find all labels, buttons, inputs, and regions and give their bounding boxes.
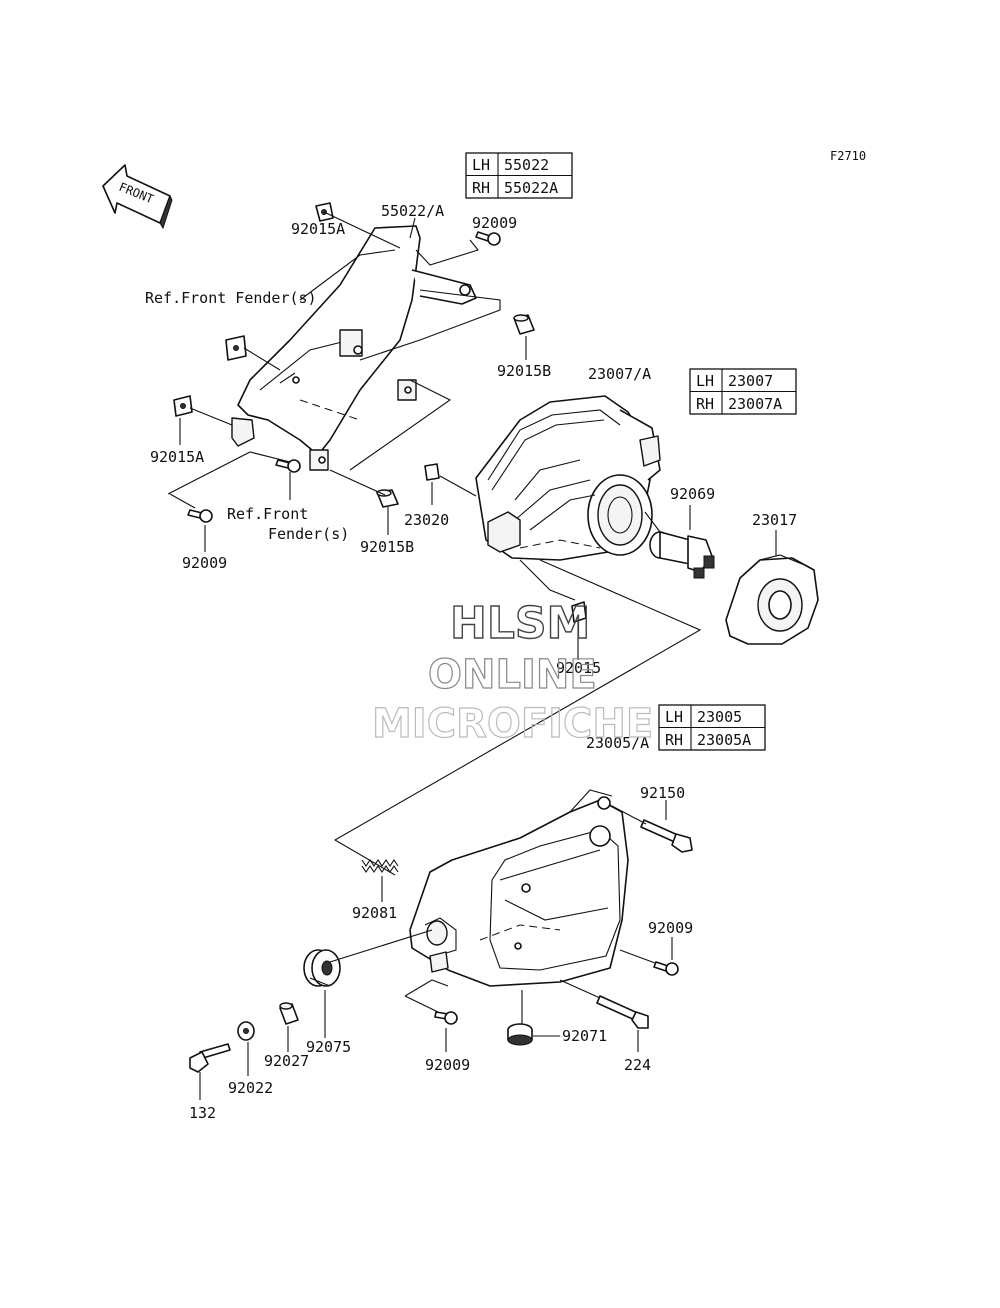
label-92071: 92071 xyxy=(562,1027,607,1045)
table-lens-lh-side: LH xyxy=(696,372,714,390)
nut-92015-part xyxy=(571,601,587,623)
label-92015a-top: 92015A xyxy=(291,220,345,238)
table-housing-lh-part: 23005 xyxy=(697,708,742,726)
table-housing-rh-part: 23005A xyxy=(697,731,751,749)
figure-code: F2710 xyxy=(830,149,866,163)
headlight-housing-part xyxy=(409,789,629,987)
label-92015a-left: 92015A xyxy=(150,448,204,466)
watermark-line-1: HLSM xyxy=(450,598,590,649)
label-92015b-mid: 92015B xyxy=(360,538,414,556)
label-92009-bottom: 92009 xyxy=(425,1056,470,1074)
clip-fender-part xyxy=(225,335,247,361)
front-arrow-icon: FRONT xyxy=(102,164,173,230)
table-cover: LH 55022 RH 55022A xyxy=(465,152,573,199)
table-lens-lh-part: 23007 xyxy=(728,372,773,390)
table-cover-lh-side: LH xyxy=(472,156,490,174)
label-23020: 23020 xyxy=(404,511,449,529)
label-92150: 92150 xyxy=(640,784,685,802)
spring-92081-part xyxy=(361,859,399,873)
table-housing-rh-side: RH xyxy=(665,731,683,749)
headlight-lens-part xyxy=(475,395,661,561)
bulb-92069-part xyxy=(649,531,715,579)
table-lens-rh-side: RH xyxy=(696,395,714,413)
label-23017: 23017 xyxy=(752,511,797,529)
screw-92009-right-part xyxy=(653,961,679,976)
dust-boot-23017-part xyxy=(725,554,819,645)
collar-92015b-top-part xyxy=(513,314,535,335)
table-lens: LH 23007 RH 23007A xyxy=(689,368,797,415)
collar-92027-part xyxy=(279,1002,299,1025)
clip-23020-part xyxy=(424,463,440,481)
headlight-cover-part xyxy=(231,225,477,471)
bolt-92150-part xyxy=(640,819,693,853)
label-92009-top: 92009 xyxy=(472,214,517,232)
washer-92022-part xyxy=(237,1021,255,1041)
label-224: 224 xyxy=(624,1056,651,1074)
screw-92009-left-part xyxy=(187,509,213,523)
label-23005a: 23005/A xyxy=(586,734,649,752)
label-ref-front-fender-2a: Ref.Front xyxy=(227,505,308,523)
label-55022a: 55022/A xyxy=(381,202,444,220)
label-92075: 92075 xyxy=(306,1038,351,1056)
table-cover-rh-part: 55022A xyxy=(504,179,558,197)
label-92081: 92081 xyxy=(352,904,397,922)
label-132: 132 xyxy=(189,1104,216,1122)
label-92022: 92022 xyxy=(228,1079,273,1097)
clip-92015a-left-part xyxy=(173,395,193,417)
table-cover-lh-part: 55022 xyxy=(504,156,549,174)
bolt-224-part xyxy=(596,995,649,1029)
screw-92009-bottom-part xyxy=(434,1011,458,1025)
watermark-line-3: MICROFICHE xyxy=(372,701,653,747)
label-92069: 92069 xyxy=(670,485,715,503)
grommet-92071-part xyxy=(507,1023,533,1046)
table-cover-rh-side: RH xyxy=(472,179,490,197)
label-ref-front-fender-2b: Fender(s) xyxy=(268,525,349,543)
watermark-line-2: ONLINE xyxy=(428,652,597,698)
label-23007a: 23007/A xyxy=(588,365,651,383)
label-92009-left: 92009 xyxy=(182,554,227,572)
label-ref-front-fender-1: Ref.Front Fender(s) xyxy=(145,289,317,307)
table-housing: LH 23005 RH 23005A xyxy=(658,704,766,751)
label-92015: 92015 xyxy=(556,659,601,677)
label-92027: 92027 xyxy=(264,1052,309,1070)
screw-fender-part xyxy=(275,459,301,473)
screw-92009-top-part xyxy=(475,231,501,246)
table-lens-rh-part: 23007A xyxy=(728,395,782,413)
label-92015b-top: 92015B xyxy=(497,362,551,380)
bolt-132-part xyxy=(189,1043,231,1073)
damper-92075-part xyxy=(303,949,341,987)
table-housing-lh-side: LH xyxy=(665,708,683,726)
label-92009-right: 92009 xyxy=(648,919,693,937)
